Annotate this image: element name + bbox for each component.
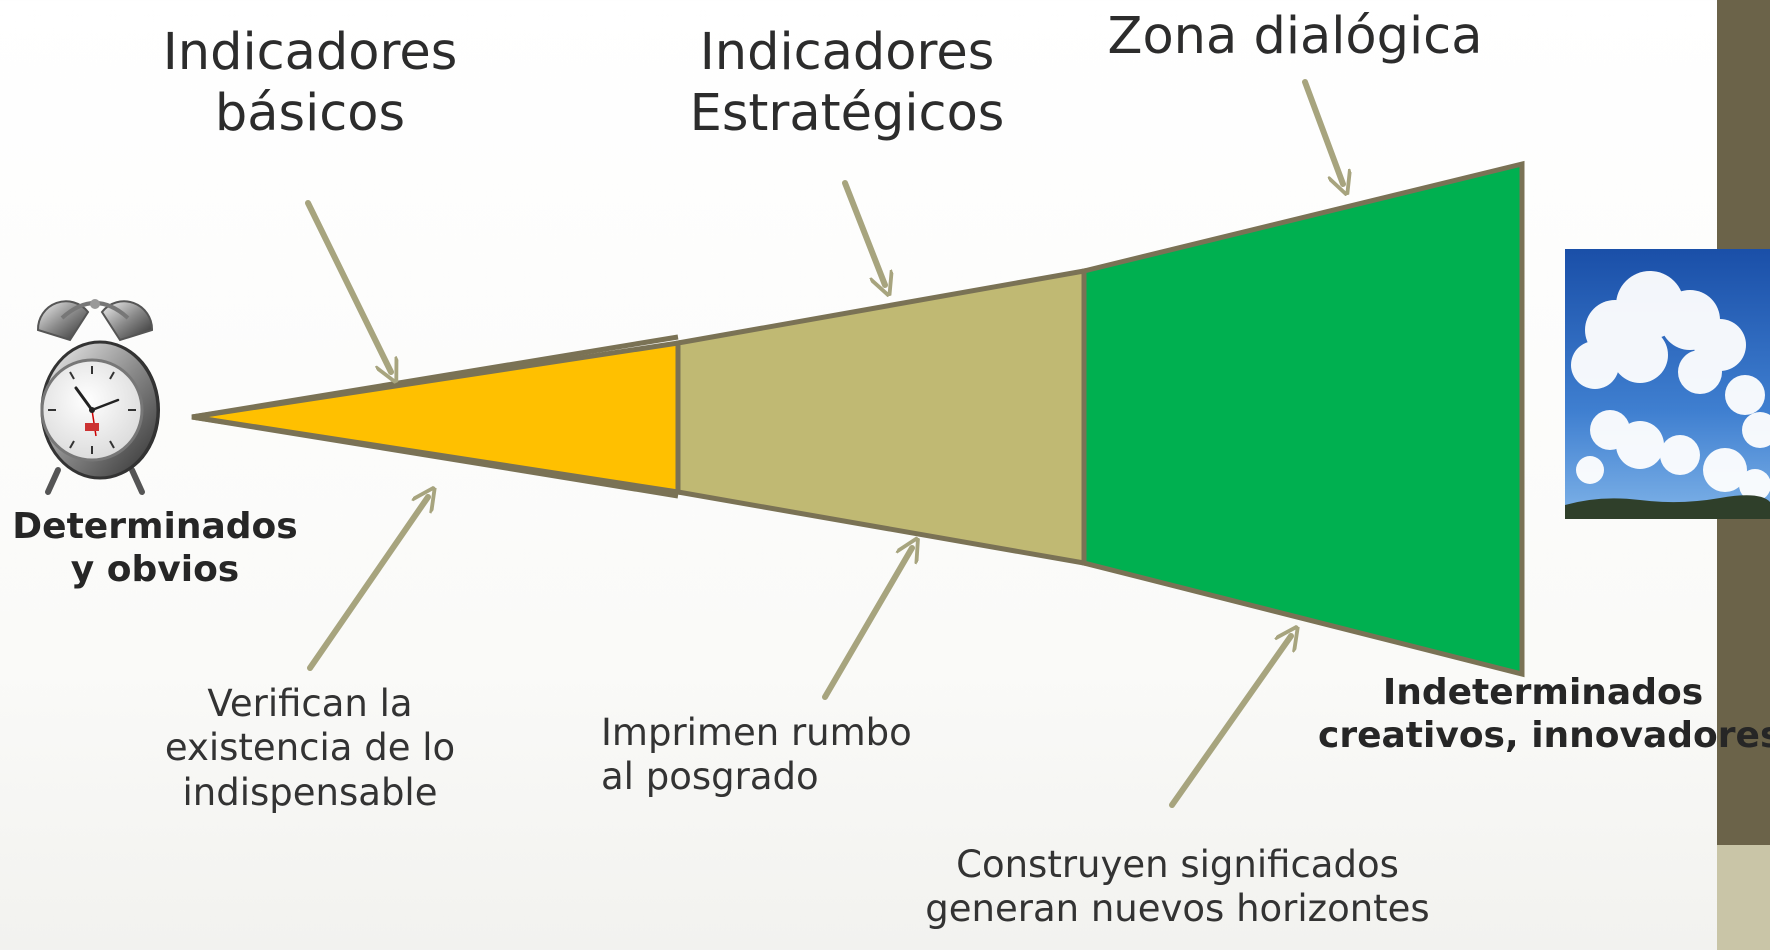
caption-verify-line-3: indispensable [182, 770, 438, 814]
arrow-from-horizons [1169, 636, 1291, 808]
caption-horizons-line-2: generan nuevos horizontes [925, 887, 1430, 931]
heading-dialogic-zone: Zona dialógica [1100, 6, 1490, 67]
heading-basic-line-2: básicos [214, 84, 406, 144]
caption-direction-line-2: al posgrado [601, 755, 819, 799]
label-determined-line-2: y obvios [70, 549, 240, 591]
caption-verify-essentials: Verifican la existencia de lo indispensa… [150, 682, 470, 815]
caption-verify-line-2: existencia de lo [164, 726, 456, 770]
heading-basic-line-1: Indicadores [162, 23, 458, 82]
arrow-to-basic [305, 200, 391, 372]
arrow-from-direction [822, 548, 912, 700]
side-band-light [1717, 845, 1770, 950]
label-indeterminate-line-1: Indeterminados [1382, 672, 1704, 713]
label-indeterminate-line-2: creativos, innovadores [1318, 715, 1770, 757]
segment-basic-indicators [191, 340, 681, 495]
label-determined-obvious: Determinados y obvios [10, 505, 300, 591]
heading-strategic-line-2: Estratégicos [689, 84, 1005, 144]
caption-new-horizons: Construyen significados generan nuevos h… [890, 843, 1465, 932]
alarm-clock-icon [36, 299, 160, 495]
heading-strategic-indicators: Indicadores Estratégicos [682, 22, 1012, 144]
heading-basic-indicators: Indicadores básicos [150, 22, 470, 144]
segment-strategic-indicators [675, 268, 1087, 566]
funnel-top-edge [191, 334, 679, 420]
caption-verify-line-1: Verifican la [207, 682, 413, 725]
arrow-to-strategic [842, 180, 885, 285]
heading-dialogic-text: Zona dialógica [1107, 7, 1483, 66]
caption-horizons-line-1: Construyen significados [956, 843, 1399, 886]
clouds-sky-photo [1565, 249, 1770, 519]
heading-strategic-line-1: Indicadores [699, 23, 995, 82]
label-indeterminate-creative: Indeterminados creativos, innovadores [1318, 671, 1770, 757]
label-determined-line-1: Determinados [12, 506, 298, 547]
caption-direction-line-1: Imprimen rumbo [601, 711, 912, 754]
funnel-bottom-edge [191, 414, 679, 499]
segment-dialogic-zone [1081, 160, 1525, 678]
arrow-to-dialogic [1302, 79, 1343, 184]
caption-give-direction: Imprimen rumbo al posgrado [601, 711, 961, 800]
arrow-from-verify [307, 497, 428, 671]
